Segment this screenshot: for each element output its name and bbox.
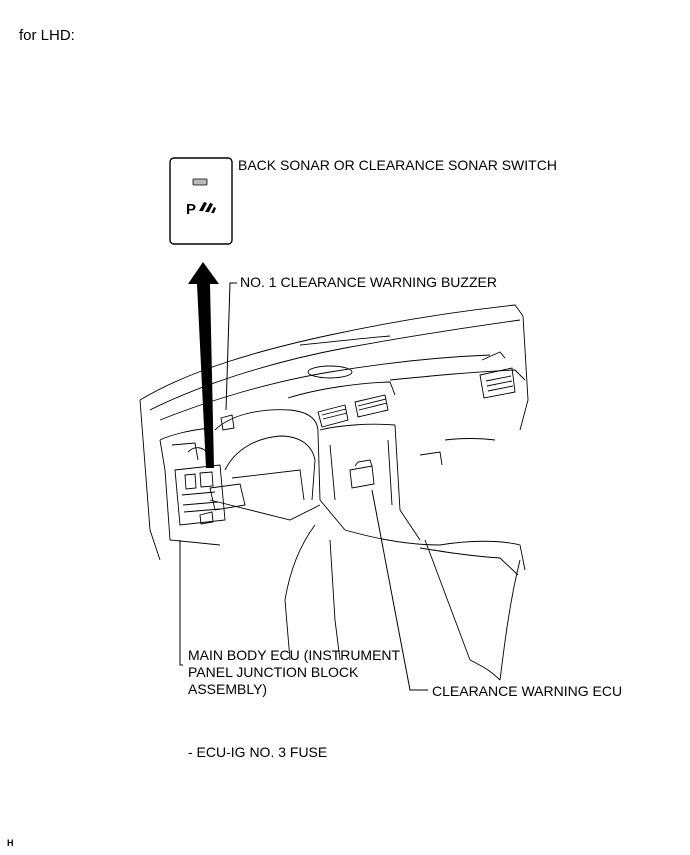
sonar-waves-icon bbox=[199, 202, 216, 213]
main-ecu-label-line1: MAIN BODY ECU (INSTRUMENT bbox=[188, 647, 401, 663]
clearance-ecu-leader bbox=[371, 489, 428, 691]
page-heading: for LHD: bbox=[19, 27, 75, 44]
main-ecu-label-line2: PANEL JUNCTION BLOCK bbox=[188, 664, 359, 680]
fuse-label: - ECU-IG NO. 3 FUSE bbox=[188, 744, 328, 760]
sonar-switch: P bbox=[169, 157, 233, 245]
leader-lines bbox=[179, 282, 428, 691]
pointer-arrow bbox=[188, 262, 219, 468]
buzzer-leader bbox=[225, 282, 237, 411]
buzzer-label: NO. 1 CLEARANCE WARNING BUZZER bbox=[240, 274, 497, 290]
dashboard-outline bbox=[139, 304, 529, 681]
corner-mark: H bbox=[7, 838, 14, 848]
switch-label: BACK SONAR OR CLEARANCE SONAR SWITCH bbox=[238, 157, 557, 173]
main-ecu-leader bbox=[179, 540, 183, 666]
switch-p-glyph: P bbox=[186, 201, 196, 218]
main-ecu-label-line3: ASSEMBLY) bbox=[188, 681, 268, 697]
indicator-lamp-icon bbox=[192, 178, 208, 186]
clearance-ecu-label: CLEARANCE WARNING ECU bbox=[432, 683, 623, 699]
